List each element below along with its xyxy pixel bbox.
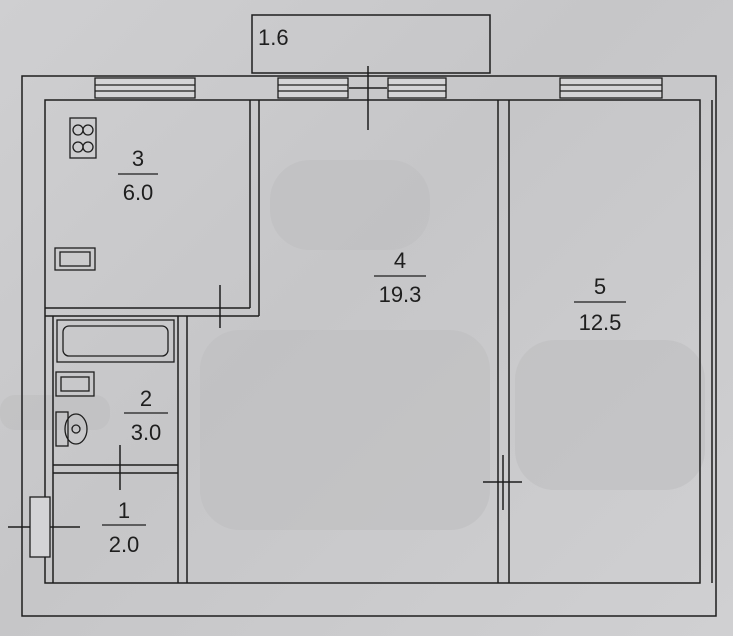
window-room-4-left	[277, 77, 349, 99]
room-3-area: 6.0	[123, 180, 154, 205]
bathtub-icon	[56, 319, 175, 363]
washbasin-icon	[55, 371, 95, 397]
outer-walls	[21, 75, 717, 617]
room-2-label: 2 3.0	[124, 386, 168, 445]
room-5-area: 12.5	[579, 310, 622, 335]
window-room-3	[94, 77, 196, 99]
kitchen-sink-icon	[54, 247, 96, 271]
room-2-area: 3.0	[131, 420, 162, 445]
toilet-icon	[55, 411, 88, 447]
room-2-number: 2	[140, 386, 152, 411]
room-3-number: 3	[132, 146, 144, 171]
room-1-label: 1 2.0	[102, 498, 146, 557]
entrance-door	[29, 496, 51, 558]
room-4-area: 19.3	[379, 282, 422, 307]
smudges	[0, 160, 705, 530]
room-5-number: 5	[594, 274, 606, 299]
balcony	[251, 14, 491, 74]
windows	[94, 77, 663, 99]
window-room-5	[559, 77, 663, 99]
balcony-door-marker	[349, 66, 387, 130]
stove-icon	[69, 117, 97, 159]
room-5-label: 5 12.5	[574, 274, 626, 335]
interior-walls	[45, 100, 713, 583]
balcony-area-label: 1.6	[258, 25, 289, 50]
room-3-label: 3 6.0	[118, 146, 158, 205]
room-1-number: 1	[118, 498, 130, 523]
window-room-4-right	[387, 77, 447, 99]
room-4-number: 4	[394, 248, 406, 273]
room-4-label: 4 19.3	[374, 248, 426, 307]
room-1-area: 2.0	[109, 532, 140, 557]
